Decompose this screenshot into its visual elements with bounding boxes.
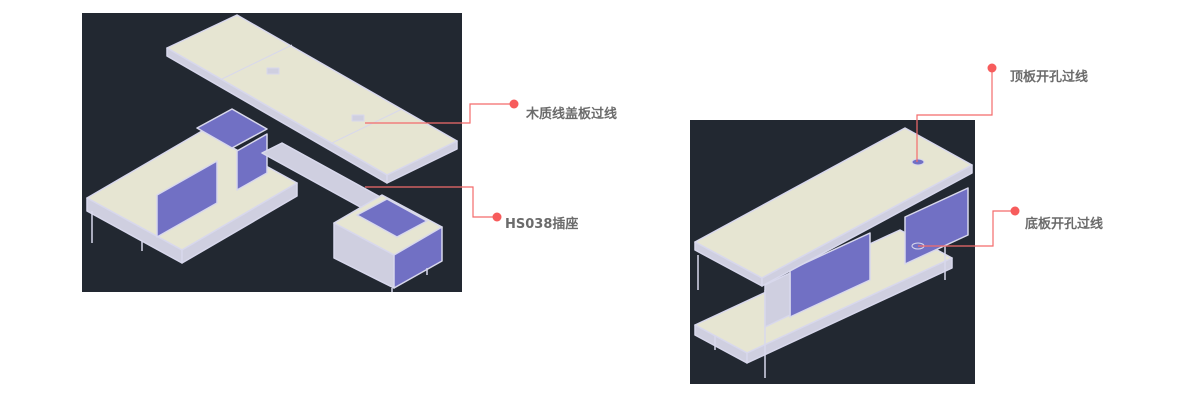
callout-wood-cover: 木质线盖板过线 <box>526 107 618 122</box>
callout-dot-icon <box>1010 206 1020 216</box>
callout-dot-icon <box>509 99 519 109</box>
desk-drawing <box>694 127 973 378</box>
l-desk-drawing <box>86 14 458 292</box>
callout-dot-icon <box>987 63 997 73</box>
callout-top-hole: 顶板开孔过线 <box>1010 70 1089 85</box>
callout-bottom-hole: 底板开孔过线 <box>1025 217 1104 232</box>
desk-render <box>690 120 975 384</box>
callout-dot-icon <box>492 212 502 222</box>
callout-socket: HS038插座 <box>505 217 579 232</box>
l-desk-render <box>82 13 462 292</box>
